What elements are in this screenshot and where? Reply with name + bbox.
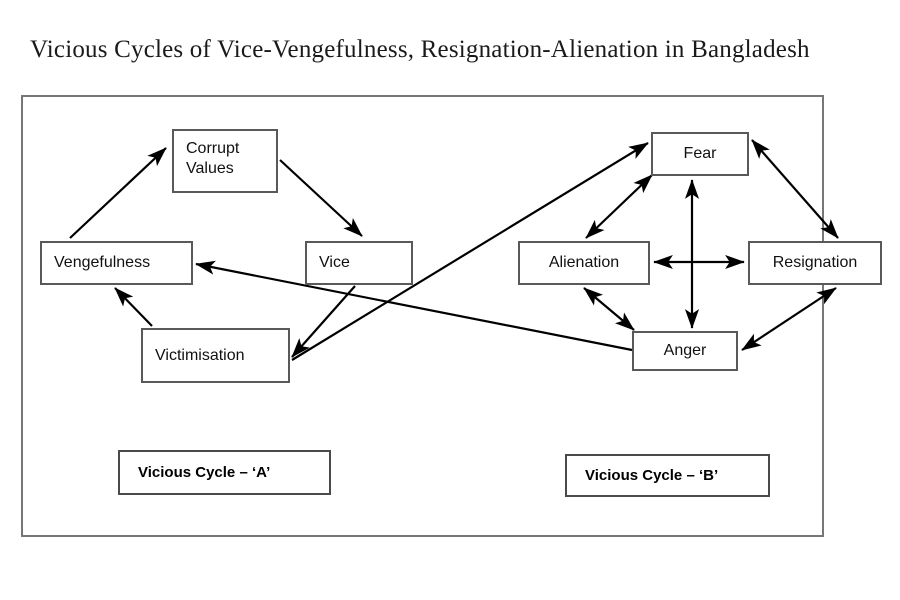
legend-vicious-cycle-a-label: Vicious Cycle – ‘A’ — [138, 464, 271, 481]
node-fear-label: Fear — [683, 145, 717, 162]
node-vengefulness[interactable]: Vengefulness — [40, 241, 193, 285]
node-vengefulness-label: Vengefulness — [54, 254, 151, 271]
node-anger[interactable]: Anger — [632, 331, 738, 371]
node-vice-label: Vice — [319, 254, 350, 271]
node-victimisation-label: Victimisation — [155, 346, 245, 364]
node-victimisation[interactable]: Victimisation — [141, 328, 290, 383]
legend-vicious-cycle-b[interactable]: Vicious Cycle – ‘B’ — [565, 454, 770, 497]
node-fear[interactable]: Fear — [651, 132, 749, 176]
node-corrupt-values-label-line1: Corrupt — [186, 140, 240, 157]
node-anger-label: Anger — [663, 342, 707, 359]
legend-vicious-cycle-a[interactable]: Vicious Cycle – ‘A’ — [118, 450, 331, 495]
node-resignation-label: Resignation — [772, 254, 858, 271]
node-resignation[interactable]: Resignation — [748, 241, 882, 285]
page-title: Vicious Cycles of Vice-Vengefulness, Res… — [30, 36, 810, 63]
node-vice[interactable]: Vice — [305, 241, 413, 285]
node-alienation-label: Alienation — [548, 254, 620, 271]
node-corrupt-values-label-line2: Values — [186, 160, 234, 177]
legend-vicious-cycle-b-label: Vicious Cycle – ‘B’ — [585, 467, 719, 484]
node-alienation[interactable]: Alienation — [518, 241, 650, 285]
node-corrupt-values[interactable]: Corrupt Values — [172, 129, 278, 193]
